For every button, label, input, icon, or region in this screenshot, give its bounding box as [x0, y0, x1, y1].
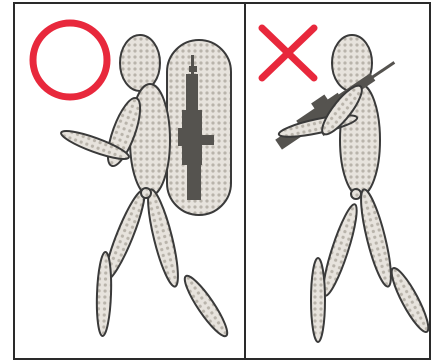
- rifle-case: [167, 40, 231, 215]
